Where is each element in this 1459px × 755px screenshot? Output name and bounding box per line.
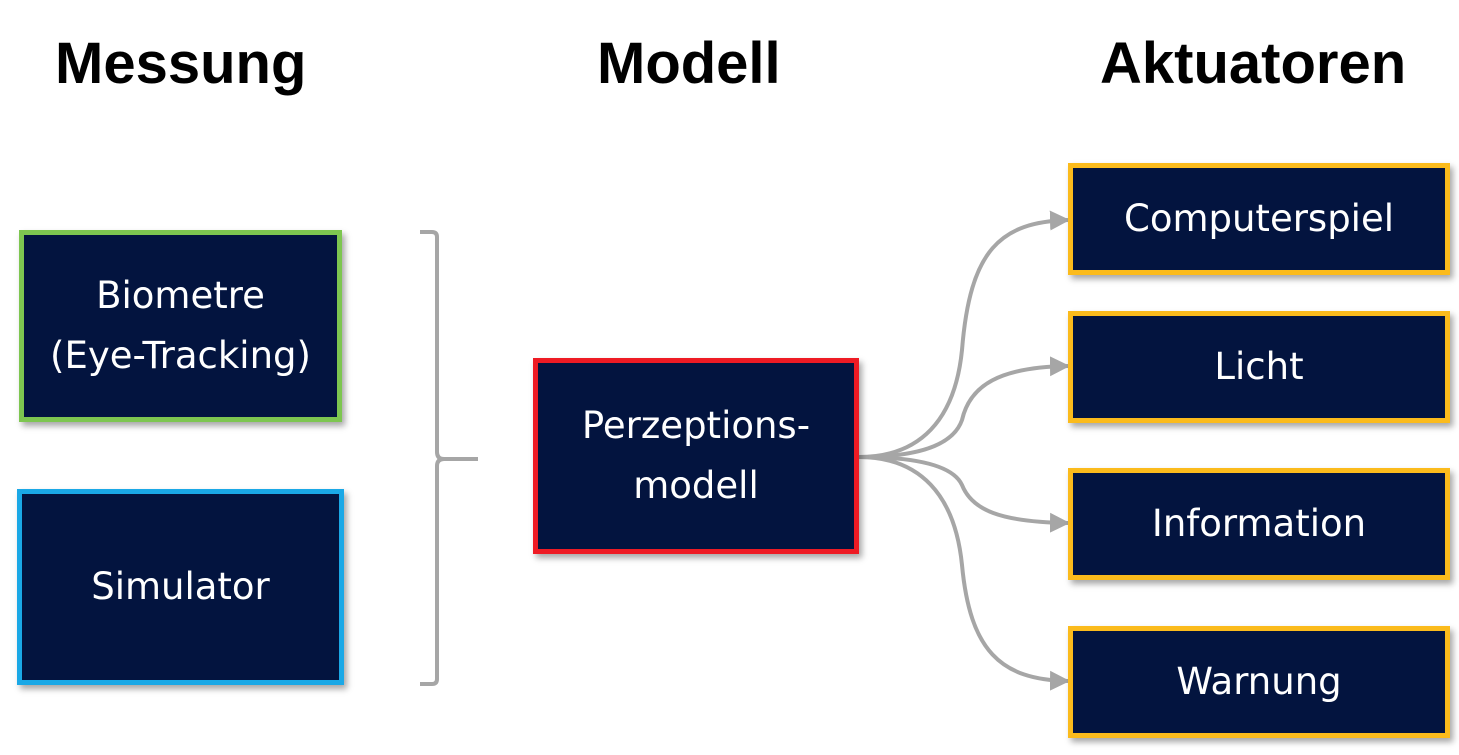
simulator-box: Simulator [17, 489, 344, 685]
actuator-label: Computerspiel [1123, 197, 1395, 240]
biometre-box: Biometre (Eye-Tracking) [19, 230, 342, 422]
heading-actuators: Aktuatoren [1100, 31, 1407, 96]
input-bracket [420, 230, 478, 686]
actuator-label: Warnung [1176, 660, 1342, 703]
actuator-computerspiel-box: Computerspiel [1068, 163, 1450, 275]
actuator-label: Licht [1214, 345, 1304, 388]
perception-model-box: Perzeptions- modell [533, 358, 859, 554]
heading-model: Modell [597, 31, 781, 96]
actuator-information-box: Information [1068, 468, 1450, 580]
biometre-label-line2: (Eye-Tracking) [50, 334, 311, 377]
heading-measurement: Messung [55, 31, 307, 96]
actuator-licht-box: Licht [1068, 311, 1450, 423]
actuator-warnung-box: Warnung [1068, 626, 1450, 738]
actuator-label: Information [1151, 502, 1367, 545]
perception-model-label-line2: modell [633, 464, 759, 507]
perception-model-label-line1: Perzeptions- [581, 404, 811, 447]
arrow-to-information [858, 455, 1070, 533]
arrow-to-licht [858, 356, 1070, 459]
arrow-to-warnung [858, 455, 1070, 691]
arrow-to-computerspiel [858, 210, 1070, 459]
biometre-label-line1: Biometre [96, 274, 265, 317]
simulator-label: Simulator [91, 565, 270, 608]
